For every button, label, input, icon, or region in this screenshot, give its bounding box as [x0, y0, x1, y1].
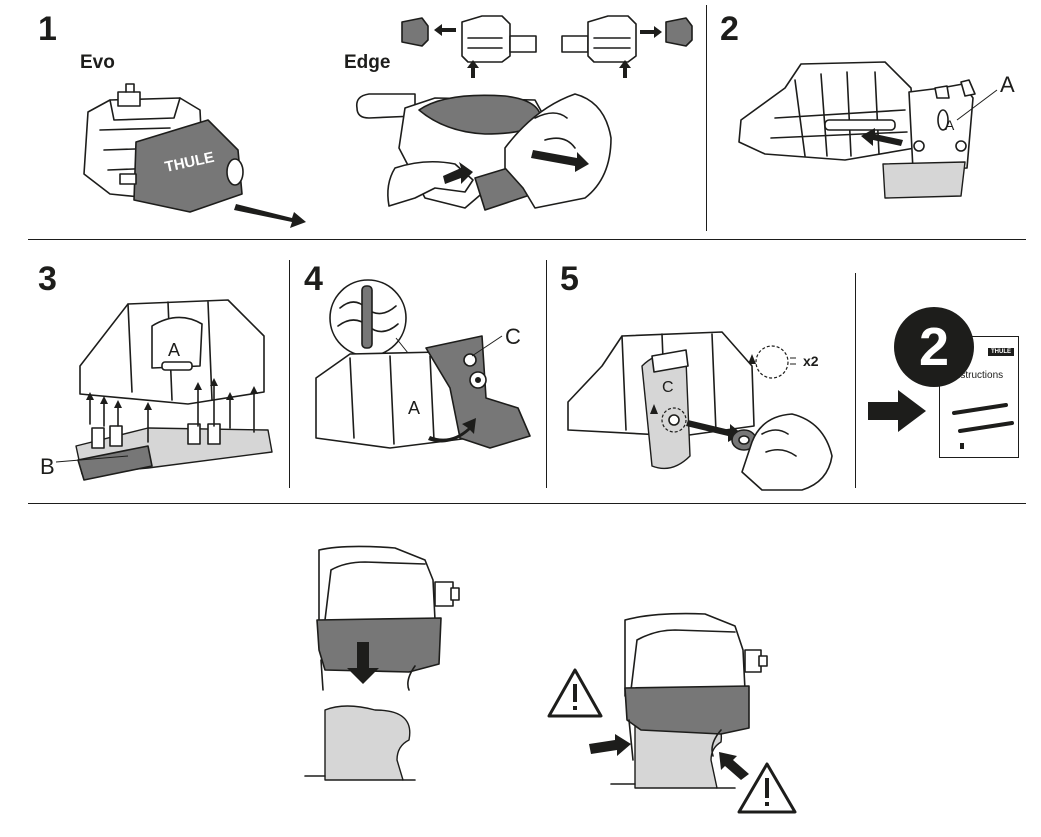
variant-edge-label: Edge	[344, 52, 391, 73]
arrow-icon	[467, 60, 479, 78]
arrow-icon	[861, 128, 903, 146]
step-1-number: 1	[38, 10, 57, 48]
next-manual-brand-tag: THULE	[988, 348, 1014, 356]
step-2-number: 2	[720, 10, 739, 48]
warning-icon	[737, 762, 797, 814]
next-manual-number-badge: 2	[894, 307, 974, 387]
roof-bars-icon	[952, 403, 1014, 449]
divider-horizontal-1	[28, 239, 1026, 240]
arrow-icon	[443, 162, 473, 184]
arrow-icon	[234, 204, 306, 228]
evo-foot-illustration: THULE	[83, 83, 306, 228]
variant-evo-label: Evo	[80, 52, 115, 73]
edge-cap-removal-right	[561, 15, 693, 78]
arrow-icon	[347, 642, 379, 684]
next-manual-title: Instructions	[952, 370, 1004, 381]
label-a-on-part: A	[945, 117, 955, 133]
step-4-number: 4	[304, 260, 323, 298]
step-3-number: 3	[38, 260, 57, 298]
divider-vertical-5n	[855, 273, 856, 488]
hand-icon	[504, 93, 612, 209]
arrow-icon	[640, 26, 662, 38]
step-3-illustration: A	[55, 299, 273, 481]
step-4-illustration: A	[315, 279, 531, 449]
fit-illustration-correct	[304, 545, 460, 781]
divider-vertical-34	[289, 260, 290, 488]
arrow-icon	[868, 390, 926, 432]
label-b-step-3: B	[40, 454, 55, 479]
edge-foot-hands-illustration	[355, 93, 612, 211]
step-2-illustration: A	[738, 61, 998, 199]
divider-vertical-45	[546, 260, 547, 488]
step-5-illustration: C	[567, 331, 833, 491]
label-c-step-4: C	[505, 324, 521, 349]
arrow-icon	[428, 418, 476, 443]
label-a-on-part: A	[168, 340, 180, 360]
arrow-icon	[434, 24, 456, 36]
label-a-step-2: A	[1000, 72, 1015, 97]
warning-icon	[547, 668, 603, 718]
arrow-icon	[531, 150, 589, 172]
arrow-icon	[589, 734, 631, 756]
divider-horizontal-2	[28, 503, 1026, 504]
divider-vertical-top	[706, 5, 707, 231]
edge-cap-removal-left	[401, 15, 537, 78]
next-manual-number: 2	[918, 317, 950, 377]
step-5-number: 5	[560, 260, 579, 298]
fit-illustration-warning	[547, 612, 797, 814]
rotate-icon	[748, 345, 796, 379]
arrow-icon	[719, 752, 749, 780]
arrow-icon	[619, 60, 631, 78]
arrow-icon	[686, 420, 742, 442]
label-c-on-part: C	[662, 379, 674, 396]
multiplier-label: x2	[803, 353, 819, 369]
label-a-on-part: A	[408, 398, 420, 418]
